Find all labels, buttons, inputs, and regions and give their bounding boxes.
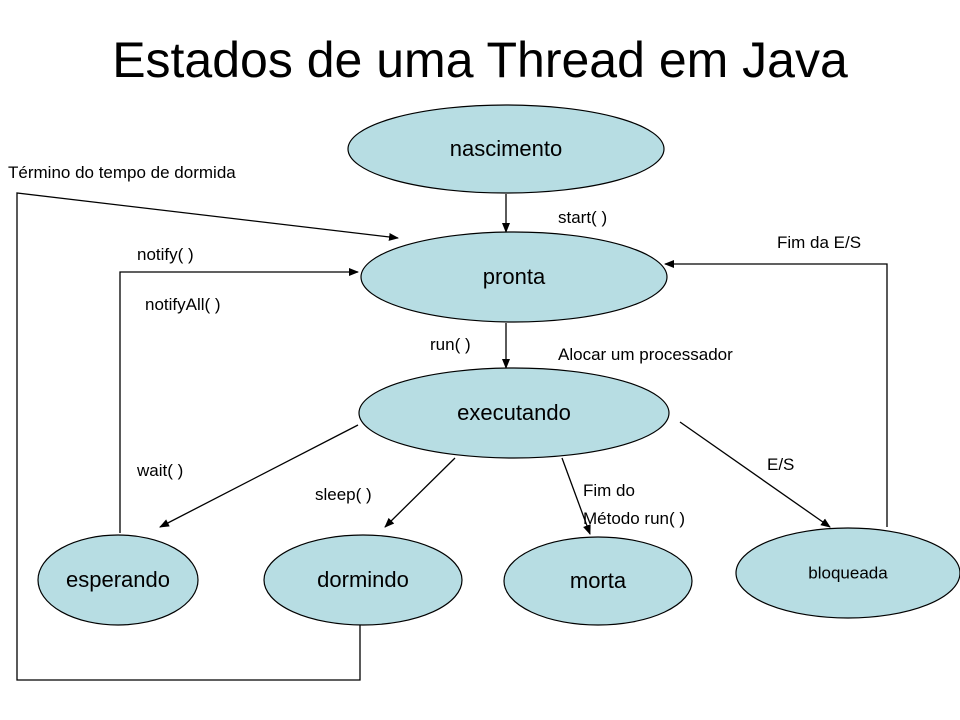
node-morta: morta — [503, 536, 693, 626]
node-morta-shape — [503, 536, 693, 626]
label-notify: notify( ) — [137, 245, 194, 264]
edge-executando-to-bloqueada — [679, 421, 831, 528]
label-fim-es: Fim da E/S — [777, 233, 861, 252]
edge-bloqueada-to-pronta — [664, 260, 888, 527]
node-dormindo: dormindo — [263, 534, 463, 626]
edges — [16, 192, 888, 681]
label-notify-all: notifyAll( ) — [145, 295, 221, 314]
node-nascimento: nascimento — [347, 104, 665, 194]
edge-esperando-to-pronta — [119, 268, 359, 533]
node-esperando-label: esperando — [66, 567, 170, 592]
node-pronta-shape — [360, 231, 668, 323]
label-start: start( ) — [558, 208, 607, 227]
node-esperando-shape — [37, 534, 199, 626]
node-pronta-label: pronta — [483, 264, 546, 289]
edge-executando-to-morta — [561, 457, 591, 535]
node-nascimento-shape — [347, 104, 665, 194]
diagram-title: Estados de uma Thread em Java — [112, 32, 848, 88]
edge-dormindo-to-pronta — [16, 192, 399, 681]
label-es: E/S — [767, 455, 794, 474]
node-dormindo-label: dormindo — [317, 567, 409, 592]
node-pronta: pronta — [360, 231, 668, 323]
node-bloqueada: bloqueada — [735, 527, 960, 619]
edge-labels: Término do tempo de dormida start( ) Fim… — [8, 163, 861, 528]
label-wait: wait( ) — [136, 461, 183, 480]
node-executando: executando — [358, 367, 670, 459]
node-executando-shape — [358, 367, 670, 459]
label-run: run( ) — [430, 335, 471, 354]
label-metodo-run: Método run( ) — [583, 509, 685, 528]
node-esperando: esperando — [37, 534, 199, 626]
node-nascimento-label: nascimento — [450, 136, 563, 161]
label-fim-do: Fim do — [583, 481, 635, 500]
node-bloqueada-shape — [735, 527, 960, 619]
node-bloqueada-label: bloqueada — [808, 563, 888, 582]
edge-executando-to-dormindo — [384, 457, 456, 528]
node-executando-label: executando — [457, 400, 571, 425]
label-sleep: sleep( ) — [315, 485, 372, 504]
label-alocar: Alocar um processador — [558, 345, 733, 364]
node-morta-label: morta — [570, 568, 627, 593]
node-dormindo-shape — [263, 534, 463, 626]
edge-executando-to-esperando — [159, 424, 359, 528]
label-termino-sono: Término do tempo de dormida — [8, 163, 236, 182]
